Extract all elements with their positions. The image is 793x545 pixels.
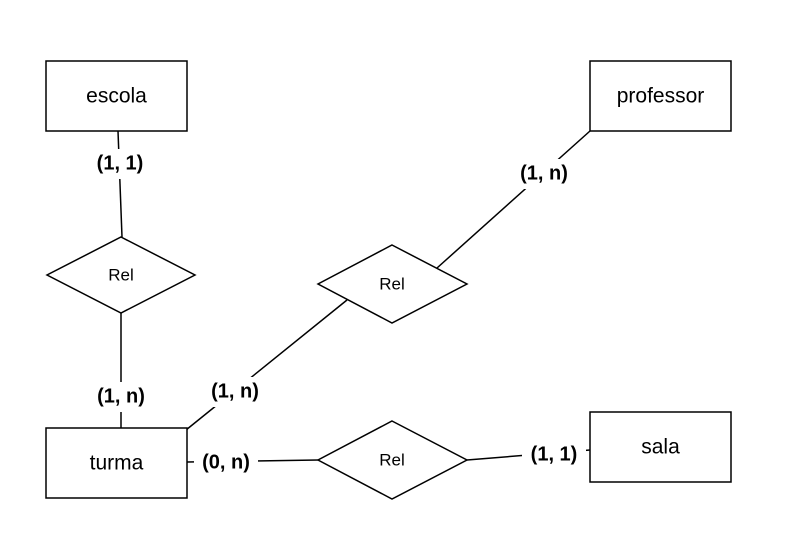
cardinality-bg [201, 377, 269, 407]
entity-escola-box [45, 60, 188, 132]
cardinality-escola: (1, 1) [97, 152, 144, 174]
connector-rel-turma-top [185, 299, 348, 431]
entity-professor-label: professor [617, 85, 705, 108]
relationship-professor-turma[interactable]: Rel [316, 244, 469, 324]
cardinality-bg [86, 149, 154, 179]
cardinality-bg [522, 440, 586, 470]
cardinality-turma-professor: (1, n) [211, 380, 259, 402]
cardinality-bg [510, 159, 578, 189]
entity-escola[interactable]: escola [45, 60, 188, 132]
connector-professor-rel [436, 130, 591, 269]
relationship-diamond [316, 420, 469, 500]
relationship-diamond [45, 236, 197, 314]
relationship-diamond [316, 244, 469, 324]
entity-turma-label: turma [90, 452, 144, 475]
entity-turma-box [45, 427, 188, 499]
cardinality-turma-escola: (1, n) [97, 385, 145, 407]
relationship-escola-turma[interactable]: Rel [45, 236, 197, 314]
entity-sala-label: sala [641, 436, 680, 459]
cardinality-bg [194, 448, 258, 478]
entity-escola-label: escola [86, 85, 147, 108]
cardinality-professor: (1, n) [520, 162, 568, 184]
cardinalities: (1, 1) (1, n) (1, n) (1, n) (0, n) (1, 1… [86, 149, 586, 478]
entity-sala[interactable]: sala [589, 411, 732, 483]
entity-professor[interactable]: professor [589, 60, 732, 132]
connector-escola-rel [117, 130, 123, 238]
cardinality-bg [87, 382, 155, 412]
cardinality-sala: (1, 1) [531, 443, 578, 465]
cardinality-turma-sala: (0, n) [202, 451, 250, 473]
entity-professor-box [589, 60, 732, 132]
relationship-label: Rel [379, 274, 405, 293]
relationship-label: Rel [379, 450, 405, 469]
relationship-turma-sala[interactable]: Rel [316, 420, 469, 500]
entity-turma[interactable]: turma [45, 427, 188, 499]
entity-sala-box [589, 411, 732, 483]
relationship-label: Rel [108, 265, 134, 284]
